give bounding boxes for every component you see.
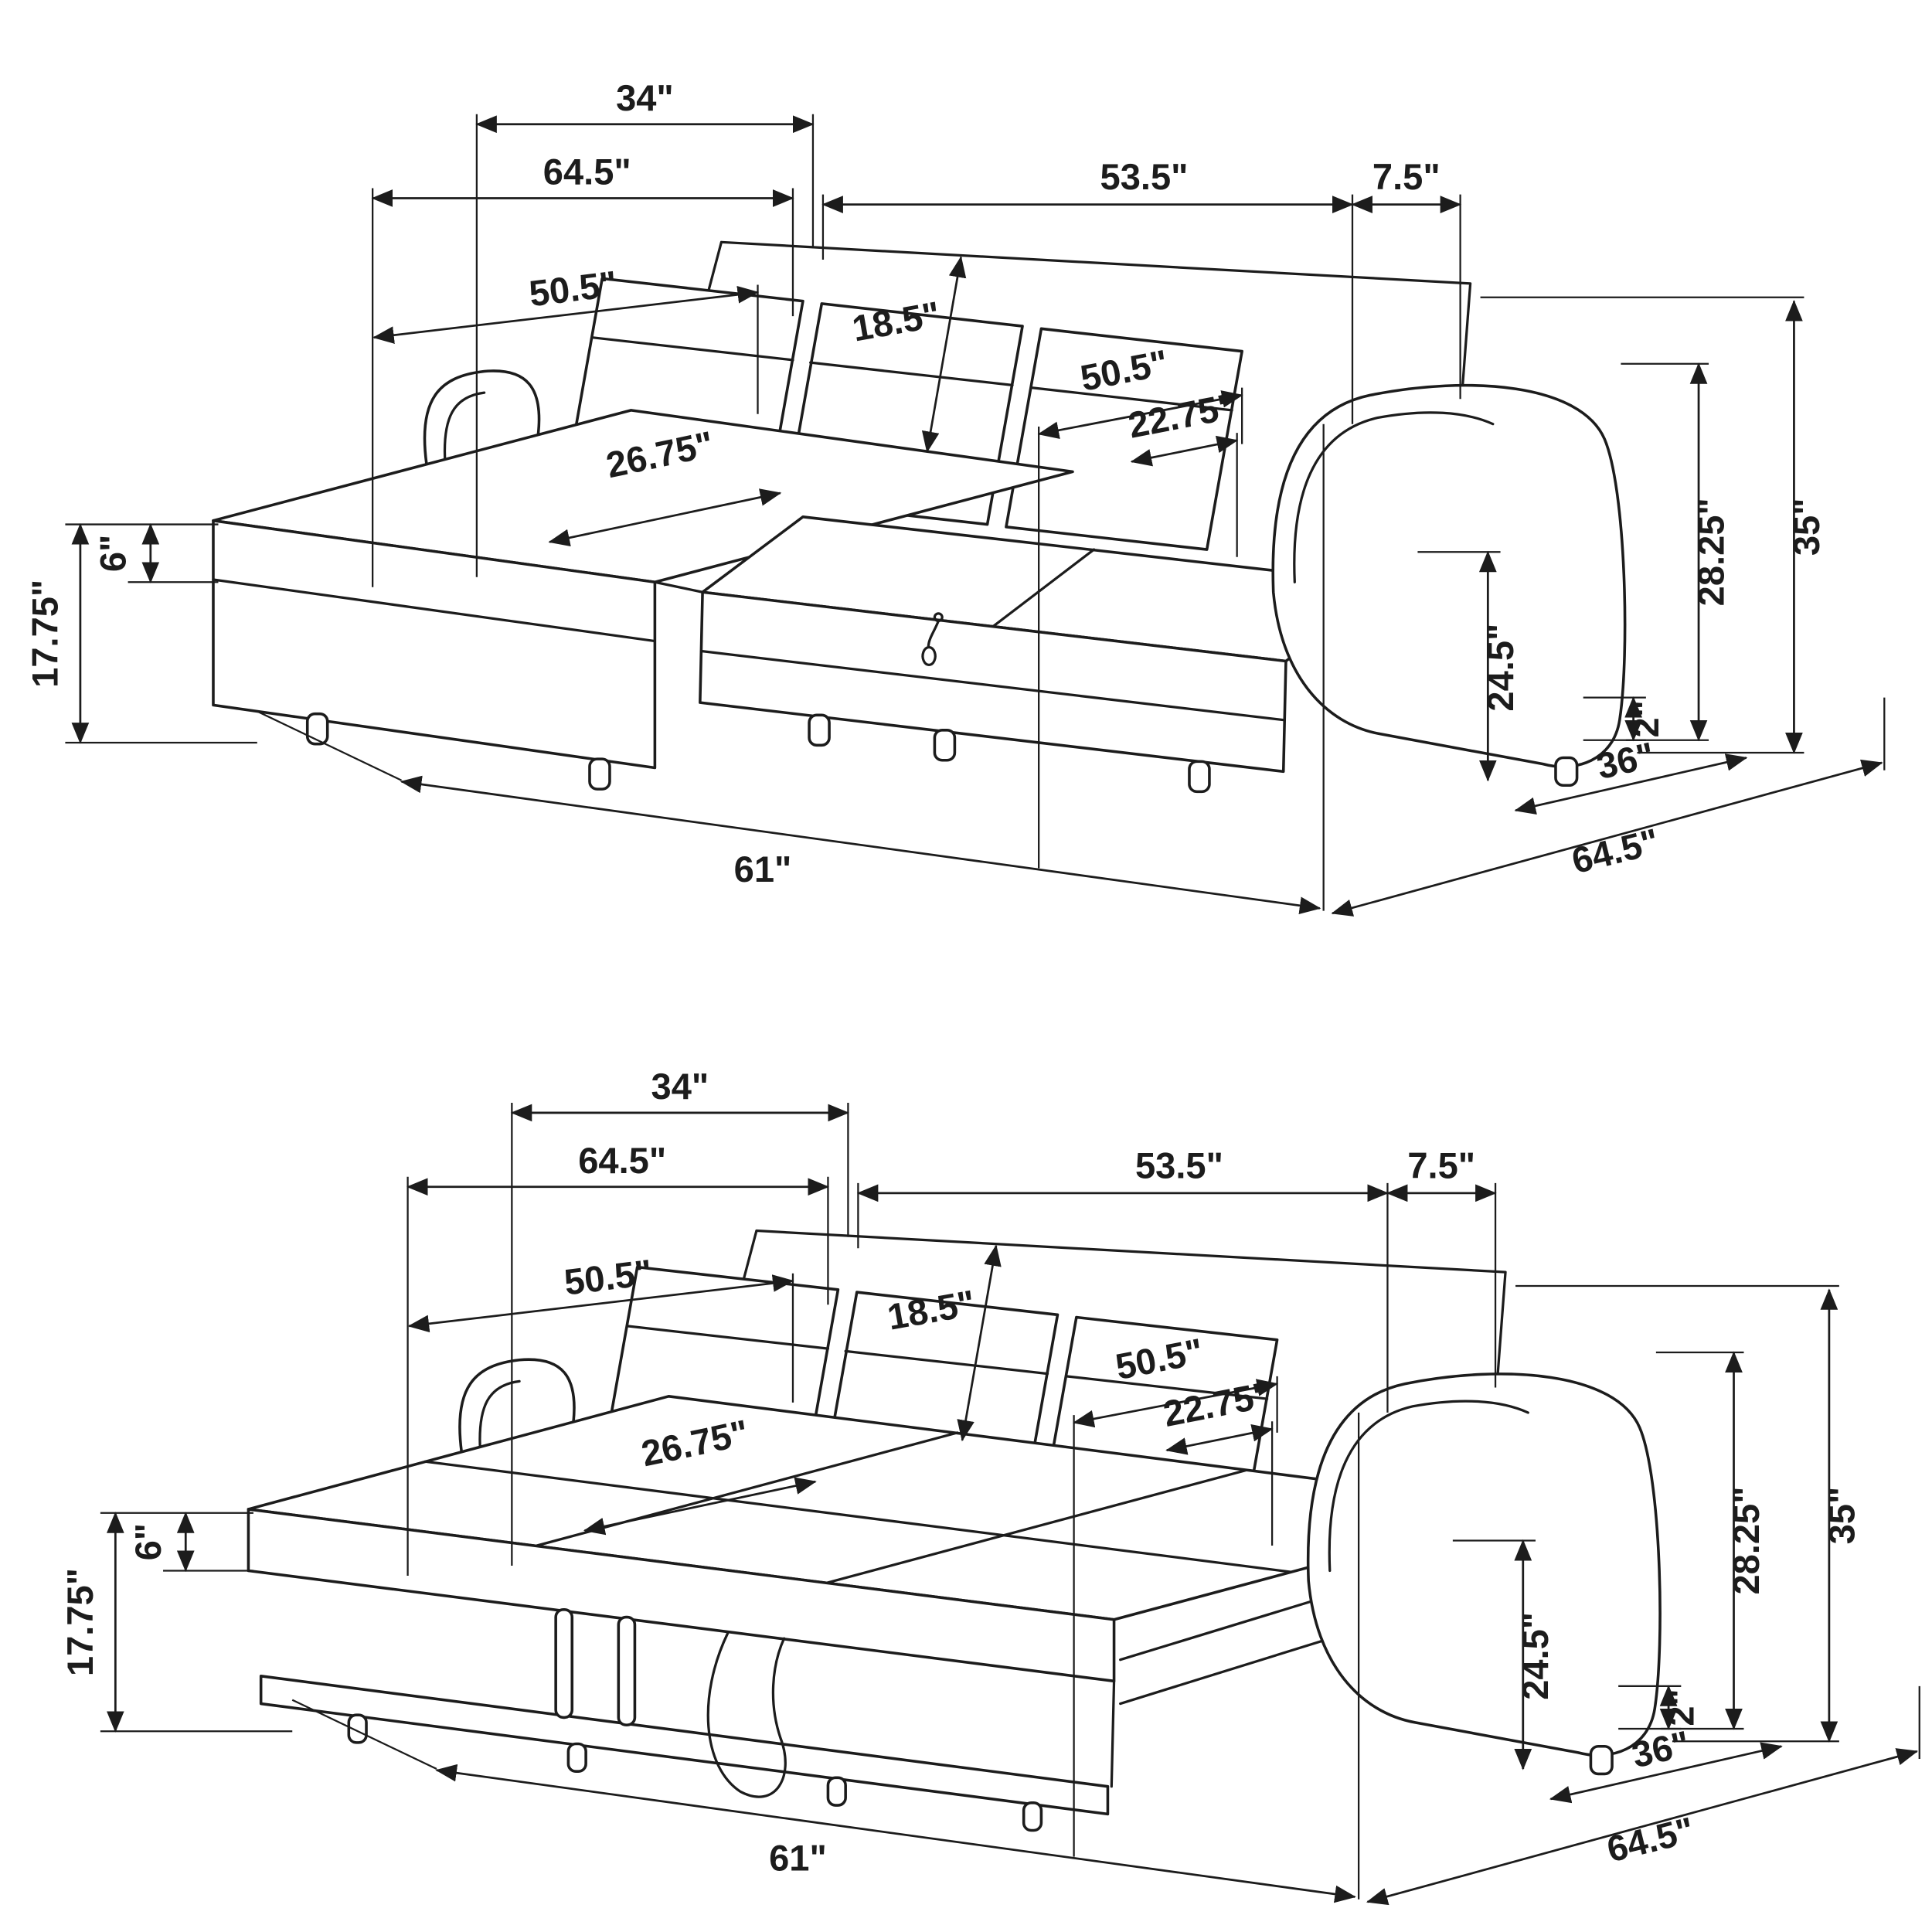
sofa-leg [808, 713, 831, 747]
chaise-front-face [212, 519, 657, 770]
view-sofa-closed [25, 77, 1885, 913]
bed-panel-seam-right [824, 1468, 1247, 1585]
bed-frame-post [617, 1615, 637, 1726]
open-right-arm [1306, 1372, 1662, 1776]
bed-leg [826, 1776, 847, 1807]
bed-leg [566, 1742, 587, 1773]
bed-leg [347, 1713, 368, 1744]
zipper-pull-tab [921, 619, 940, 666]
seat-front-seam [699, 649, 1286, 722]
bed-frame-rail [259, 1675, 1110, 1816]
pull-strap-loop [706, 1632, 787, 1798]
sofa-leg [305, 712, 329, 746]
sofa-leg [933, 729, 957, 762]
bed-right-edge [1110, 1679, 1116, 1788]
bed-cross-seam [423, 1460, 1293, 1573]
bed-leg [1022, 1801, 1043, 1832]
seat-front-face [699, 590, 1287, 774]
sofa-leg [588, 757, 611, 791]
closed-right-arm [1271, 383, 1627, 787]
bed-frame-post [554, 1608, 574, 1719]
chaise-cushion-seam [212, 578, 657, 643]
sofa-leg [1188, 760, 1211, 794]
seat-divider-seam [992, 548, 1096, 628]
closed-front-assembly [212, 409, 1388, 794]
open-front-assembly [247, 1395, 1536, 1832]
chaise-seat-joint [653, 580, 704, 594]
view-sofa-bed-open [60, 1066, 1920, 1902]
